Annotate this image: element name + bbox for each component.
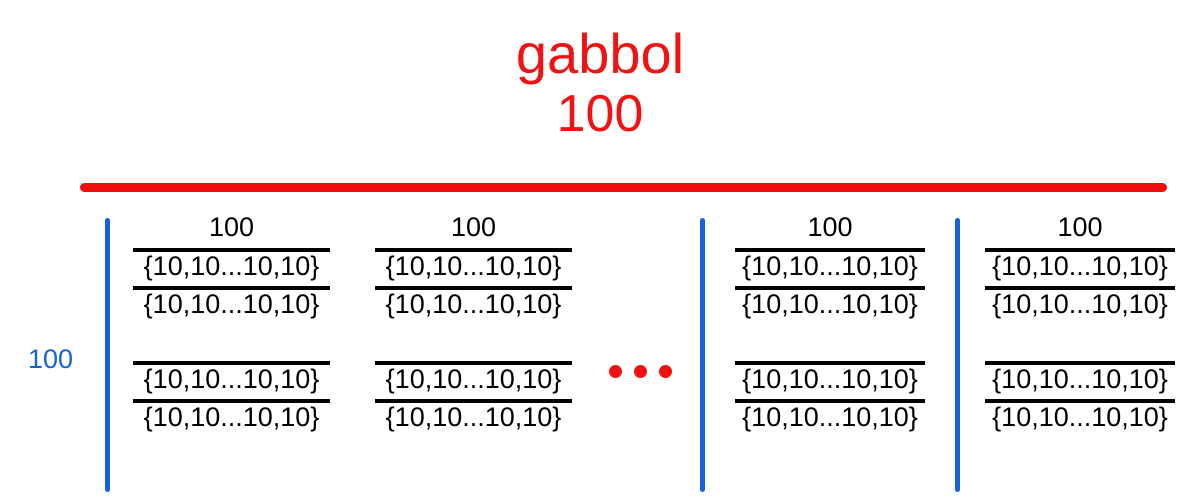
cell-divider: [985, 361, 1175, 365]
column-header: 100: [1057, 212, 1103, 242]
array-cell: {10,10...10,10}: [385, 289, 562, 319]
array-cell: {10,10...10,10}: [992, 289, 1168, 319]
row-count-label: 100: [28, 344, 74, 374]
array-cell: {10,10...10,10}: [143, 251, 320, 281]
cell-divider: [133, 286, 330, 290]
cell-divider: [985, 286, 1175, 290]
ellipsis-icon: [609, 365, 672, 378]
column-gap: [985, 324, 1175, 361]
array-cell: {10,10...10,10}: [992, 402, 1168, 432]
cell-divider: [735, 399, 925, 403]
array-cell: {10,10...10,10}: [742, 251, 918, 281]
cell-divider: [985, 248, 1175, 252]
ellipsis-dot: [609, 365, 622, 378]
column-gap: [375, 324, 572, 361]
cell-divider: [735, 361, 925, 365]
column-header: 100: [807, 212, 853, 242]
array-cell: {10,10...10,10}: [385, 251, 562, 281]
column-header: 100: [208, 212, 255, 242]
array-column-4: 100 {10,10...10,10} {10,10...10,10} {10,…: [985, 214, 1175, 437]
array-column-2: 100 {10,10...10,10} {10,10...10,10} {10,…: [375, 214, 572, 437]
cell-divider: [375, 399, 572, 403]
cell-divider: [375, 361, 572, 365]
ellipsis-dot: [634, 365, 647, 378]
array-cell: {10,10...10,10}: [385, 364, 562, 394]
vertical-separator-1: [105, 218, 110, 492]
column-gap: [133, 324, 330, 361]
array-cell: {10,10...10,10}: [143, 364, 320, 394]
array-column-3: 100 {10,10...10,10} {10,10...10,10} {10,…: [735, 214, 925, 437]
cell-divider: [735, 248, 925, 252]
cell-divider: [133, 399, 330, 403]
column-header: 100: [450, 212, 497, 242]
array-cell: {10,10...10,10}: [143, 289, 320, 319]
array-cell: {10,10...10,10}: [742, 402, 918, 432]
column-gap: [735, 324, 925, 361]
cell-divider: [133, 361, 330, 365]
array-cell: {10,10...10,10}: [742, 289, 918, 319]
array-cell: {10,10...10,10}: [992, 364, 1168, 394]
cell-divider: [985, 399, 1175, 403]
array-cell: {10,10...10,10}: [385, 402, 562, 432]
outer-array-bar: [80, 183, 1167, 192]
page-title: gabbol: [515, 22, 685, 85]
outer-array-length: 100: [556, 85, 644, 143]
vertical-separator-3: [955, 218, 960, 492]
vertical-separator-2: [700, 218, 705, 492]
array-cell: {10,10...10,10}: [742, 364, 918, 394]
figure-title-block: gabbol 100: [0, 22, 1200, 143]
cell-divider: [375, 248, 572, 252]
cell-divider: [735, 286, 925, 290]
array-column-1: 100 {10,10...10,10} {10,10...10,10} {10,…: [133, 214, 330, 437]
cell-divider: [133, 248, 330, 252]
array-cell: {10,10...10,10}: [992, 251, 1168, 281]
cell-divider: [375, 286, 572, 290]
array-cell: {10,10...10,10}: [143, 402, 320, 432]
ellipsis-dot: [659, 365, 672, 378]
